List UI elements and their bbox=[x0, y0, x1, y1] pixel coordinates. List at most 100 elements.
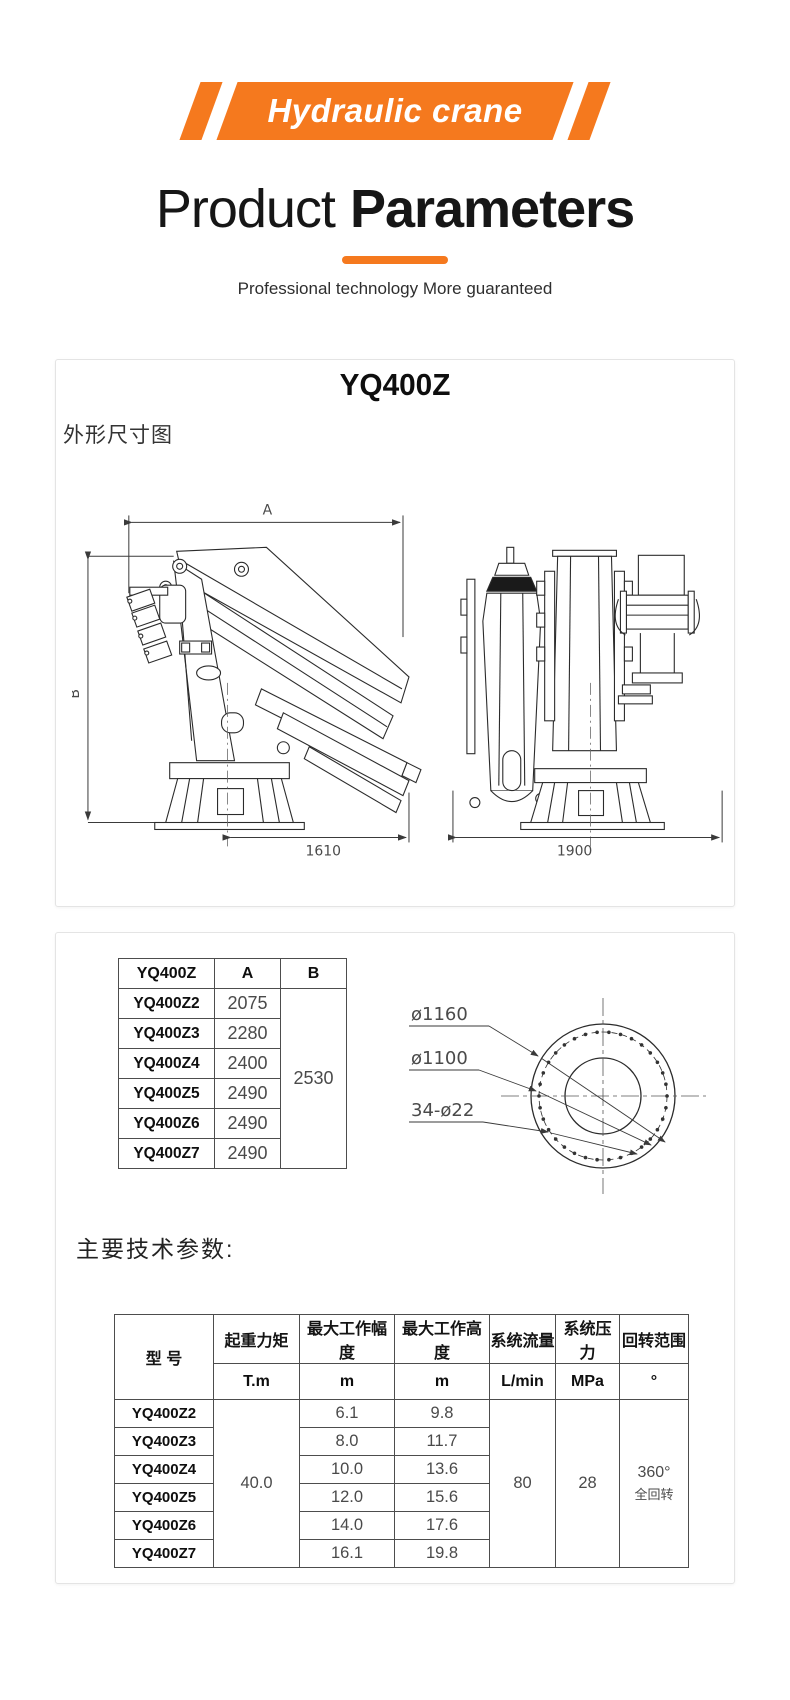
dim-table-header-a: A bbox=[214, 958, 281, 989]
cell-a: 2280 bbox=[214, 1018, 281, 1049]
dim-b-label: B bbox=[72, 689, 83, 699]
dim-a-group: A bbox=[123, 502, 404, 638]
cell-model: YQ400Z6 bbox=[114, 1511, 214, 1540]
spec-header-slew: 回转范围 bbox=[619, 1314, 689, 1364]
crane-front-body bbox=[460, 546, 700, 831]
cell-model: YQ400Z2 bbox=[114, 1399, 214, 1428]
spec-header-height: 最大工作高度 bbox=[394, 1314, 490, 1364]
crane-front-view-drawing: 1900 bbox=[447, 546, 723, 859]
dim-1900-group: 1900 bbox=[447, 790, 723, 859]
cell-slew-merged: 360° 全回转 bbox=[619, 1399, 689, 1568]
table-row: YQ400Z3 2280 bbox=[118, 1018, 347, 1049]
dim-1610-label: 1610 bbox=[305, 843, 340, 859]
crane-side-view-drawing: A B bbox=[72, 502, 422, 859]
cell-model: YQ400Z5 bbox=[114, 1483, 214, 1512]
table-row: YQ400Z4 2400 bbox=[118, 1048, 347, 1079]
cell-radius: 10.0 bbox=[299, 1455, 395, 1484]
spec-header-moment: 起重力矩 bbox=[213, 1314, 300, 1364]
specs-panel: YQ400Z A B YQ400Z2 2075 2530 YQ400Z3 228… bbox=[55, 932, 735, 1584]
spec-header-model: 型 号 bbox=[114, 1314, 214, 1400]
unit-pressure: MPa bbox=[555, 1363, 620, 1400]
cell-model: YQ400Z4 bbox=[118, 1048, 215, 1079]
banner-label: Hydraulic crane bbox=[267, 92, 523, 129]
cell-model: YQ400Z4 bbox=[114, 1455, 214, 1484]
cell-model: YQ400Z6 bbox=[118, 1108, 215, 1139]
table-row: YQ400Z6 14.0 17.6 bbox=[114, 1511, 689, 1540]
unit-radius: m bbox=[299, 1363, 395, 1400]
cell-model: YQ400Z3 bbox=[118, 1018, 215, 1049]
banner-left-slash-icon bbox=[179, 82, 223, 140]
title-accent-bar bbox=[342, 256, 448, 264]
banner-right-slash-icon bbox=[567, 82, 611, 140]
cell-radius: 12.0 bbox=[299, 1483, 395, 1512]
cell-a: 2075 bbox=[214, 988, 281, 1019]
cell-radius: 8.0 bbox=[299, 1427, 395, 1456]
cell-a: 2490 bbox=[214, 1078, 281, 1109]
table-row: YQ400Z2 40.0 6.1 9.8 80 28 360° 全回转 bbox=[114, 1399, 689, 1568]
unit-moment: T.m bbox=[213, 1363, 300, 1400]
cell-height: 15.6 bbox=[394, 1483, 490, 1512]
table-row: YQ400Z7 16.1 19.8 bbox=[114, 1539, 689, 1568]
table-row: YQ400Z5 2490 bbox=[118, 1078, 347, 1109]
cell-b-merged: 2530 bbox=[280, 988, 347, 1169]
slew-degrees: 360° bbox=[637, 1464, 671, 1481]
crane-side-body bbox=[126, 546, 422, 831]
table-row: T.m m m L/min MPa ° bbox=[115, 1363, 689, 1400]
page-title-bold: Parameters bbox=[349, 179, 635, 239]
cell-radius: 14.0 bbox=[299, 1511, 395, 1540]
cell-model: YQ400Z3 bbox=[114, 1427, 214, 1456]
spec-header-flow: 系统流量 bbox=[489, 1314, 556, 1364]
cell-height: 9.8 bbox=[394, 1399, 490, 1428]
cell-a: 2400 bbox=[214, 1048, 281, 1079]
flange-label-bolt-circle: ø1100 bbox=[411, 1048, 468, 1069]
cell-radius: 6.1 bbox=[299, 1399, 395, 1428]
flange-label-holes: 34-ø22 bbox=[411, 1100, 474, 1121]
cell-model: YQ400Z7 bbox=[118, 1138, 215, 1169]
table-row: YQ400Z A B bbox=[118, 958, 347, 989]
tech-params-label: 主要技术参数: bbox=[76, 1236, 235, 1262]
unit-slew: ° bbox=[619, 1363, 689, 1400]
spec-table: 型 号 起重力矩 最大工作幅度 最大工作高度 系统流量 系统压力 回转范围 T.… bbox=[114, 1314, 689, 1568]
page-title-light: Product bbox=[155, 179, 336, 239]
unit-flow: L/min bbox=[489, 1363, 556, 1400]
drawings-row: A B bbox=[56, 451, 734, 863]
cell-a: 2490 bbox=[214, 1108, 281, 1139]
slew-note: 全回转 bbox=[634, 1487, 674, 1502]
flange-centerlines bbox=[501, 998, 706, 1194]
cell-a: 2490 bbox=[214, 1138, 281, 1169]
model-title: YQ400Z bbox=[339, 367, 451, 402]
banner-body: Hydraulic crane bbox=[216, 82, 574, 140]
cell-height: 17.6 bbox=[394, 1511, 490, 1540]
cell-radius: 16.1 bbox=[299, 1539, 395, 1568]
dim-1900-label: 1900 bbox=[557, 843, 592, 859]
cell-height: 19.8 bbox=[394, 1539, 490, 1568]
cell-model: YQ400Z7 bbox=[114, 1539, 214, 1568]
table-row: YQ400Z7 2490 bbox=[118, 1138, 347, 1169]
cell-pressure-merged: 28 bbox=[555, 1399, 620, 1568]
mounting-flange-diagram: ø1160 ø1100 34-ø22 bbox=[409, 998, 706, 1194]
table-row: 型 号 起重力矩 最大工作幅度 最大工作高度 系统流量 系统压力 回转范围 bbox=[114, 1314, 689, 1400]
spec-header-pressure: 系统压力 bbox=[555, 1314, 620, 1364]
cell-model: YQ400Z2 bbox=[118, 988, 215, 1019]
drawing-label: 外形尺寸图 bbox=[63, 424, 173, 447]
cell-flow-merged: 80 bbox=[489, 1399, 556, 1568]
page-subtitle: Professional technology More guaranteed bbox=[237, 279, 553, 298]
dimension-drawing-panel: YQ400Z 外形尺寸图 A B bbox=[55, 359, 735, 907]
cell-moment-merged: 40.0 bbox=[213, 1399, 300, 1568]
spec-header-radius: 最大工作幅度 bbox=[299, 1314, 395, 1364]
flange-label-outer: ø1160 bbox=[411, 1004, 468, 1025]
dim-b-group: B bbox=[72, 551, 174, 823]
dimension-table: YQ400Z A B YQ400Z2 2075 2530 YQ400Z3 228… bbox=[118, 958, 347, 1169]
dim-table-header-b: B bbox=[280, 958, 347, 989]
unit-height: m bbox=[394, 1363, 490, 1400]
banner: Hydraulic crane bbox=[0, 82, 790, 140]
table-row: YQ400Z4 10.0 13.6 bbox=[114, 1455, 689, 1484]
cell-height: 13.6 bbox=[394, 1455, 490, 1484]
cell-height: 11.7 bbox=[394, 1427, 490, 1456]
flange-leaders bbox=[409, 1025, 666, 1156]
table-row: YQ400Z5 12.0 15.6 bbox=[114, 1483, 689, 1512]
dim-1610-group: 1610 bbox=[222, 792, 410, 859]
cell-model: YQ400Z5 bbox=[118, 1078, 215, 1109]
table-row: YQ400Z2 2075 2530 bbox=[118, 988, 347, 1169]
